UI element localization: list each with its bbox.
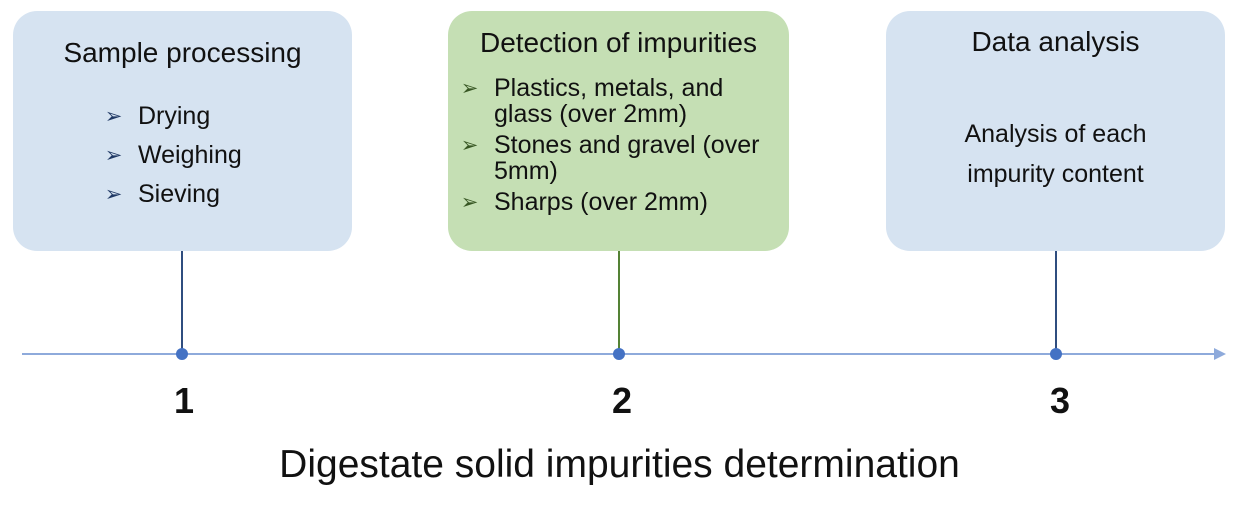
- timeline-dot: [1050, 348, 1062, 360]
- stage-box-detection-of-impurities: Detection of impurities ➢ Plastics, meta…: [448, 11, 789, 251]
- list-item-label: Drying: [138, 102, 211, 130]
- connector-line: [618, 251, 620, 354]
- diagram-title: Digestate solid impurities determination: [279, 443, 960, 486]
- stage-box-data-analysis: Data analysis Analysis of each impurity …: [886, 11, 1225, 251]
- arrowhead-bullet-icon: ➢: [104, 104, 123, 128]
- list-item: ➢ Sharps (over 2mm): [457, 189, 782, 215]
- list-item-label: Weighing: [138, 141, 242, 169]
- list-item: ➢ Sieving: [101, 181, 242, 207]
- stage-title: Detection of impurities: [479, 27, 757, 58]
- step-number: 1: [173, 380, 195, 421]
- step-number: 3: [1049, 380, 1071, 421]
- timeline-dot: [176, 348, 188, 360]
- bullet-list: ➢ Drying ➢ Weighing ➢ Sieving: [101, 103, 242, 207]
- arrowhead-bullet-icon: ➢: [460, 190, 479, 214]
- stage-description: Analysis of each impurity content: [964, 120, 1147, 188]
- list-item-label: Sharps (over 2mm): [494, 188, 708, 216]
- list-item: ➢ Weighing: [101, 142, 242, 168]
- list-item: ➢ Plastics, metals, and glass (over 2mm): [457, 75, 782, 127]
- stage-title: Sample processing: [63, 37, 302, 68]
- timeline-dot: [613, 348, 625, 360]
- bullet-list: ➢ Plastics, metals, and glass (over 2mm)…: [457, 75, 782, 215]
- arrowhead-bullet-icon: ➢: [104, 143, 123, 167]
- arrowhead-bullet-icon: ➢: [460, 76, 479, 100]
- stage-box-sample-processing: Sample processing ➢ Drying ➢ Weighing ➢ …: [13, 11, 352, 251]
- list-item-label: Stones and gravel (over 5mm): [494, 131, 760, 185]
- list-item-label: Plastics, metals, and glass (over 2mm): [494, 74, 724, 128]
- list-item: ➢ Stones and gravel (over 5mm): [457, 132, 782, 184]
- arrowhead-bullet-icon: ➢: [460, 133, 479, 157]
- stage-title: Data analysis: [971, 26, 1140, 57]
- connector-line: [1055, 251, 1057, 354]
- list-item: ➢ Drying: [101, 103, 242, 129]
- step-number: 2: [611, 380, 633, 421]
- arrow-right-icon: [1214, 348, 1226, 360]
- list-item-label: Sieving: [138, 180, 220, 208]
- arrowhead-bullet-icon: ➢: [104, 182, 123, 206]
- connector-line: [181, 251, 183, 354]
